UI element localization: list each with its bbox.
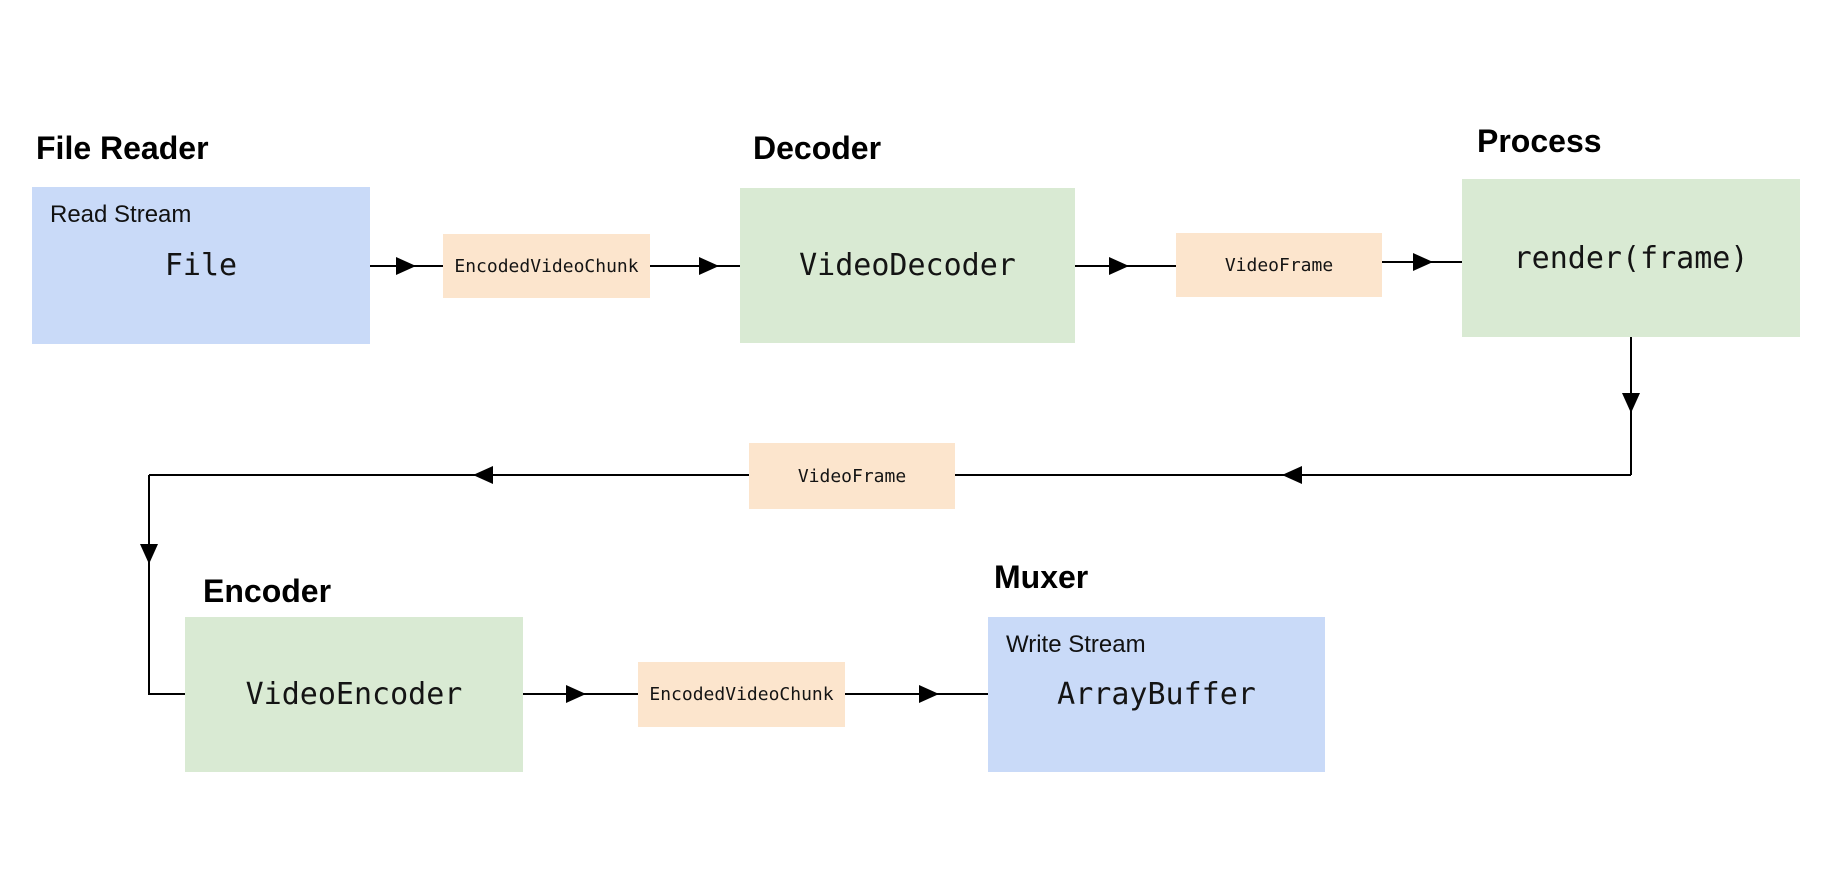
- arrowhead-right-icon: [699, 257, 719, 275]
- arrowhead-down-icon: [140, 544, 158, 564]
- array-buffer-label: ArrayBuffer: [1057, 677, 1256, 712]
- node-video-decoder: VideoDecoder: [740, 188, 1075, 343]
- encoded-video-chunk-label: EncodedVideoChunk: [649, 684, 834, 705]
- render-frame-label: render(frame): [1513, 240, 1749, 276]
- arrowhead-right-icon: [566, 685, 586, 703]
- node-muxer: Write Stream ArrayBuffer: [988, 617, 1325, 772]
- arrowhead-down-icon: [1622, 393, 1640, 413]
- video-frame-label: VideoFrame: [797, 465, 907, 487]
- node-file-reader: Read Stream File: [32, 187, 370, 344]
- arrowhead-right-icon: [1413, 253, 1433, 271]
- heading-decoder: Decoder: [753, 130, 882, 166]
- node-encoded-video-chunk-1: EncodedVideoChunk: [443, 234, 650, 298]
- heading-muxer: Muxer: [994, 559, 1089, 595]
- heading-process: Process: [1477, 123, 1602, 159]
- file-code-label: File: [164, 248, 238, 283]
- arrowhead-right-icon: [396, 257, 416, 275]
- arrowhead-left-icon: [1282, 466, 1302, 484]
- video-decoder-label: VideoDecoder: [799, 248, 1016, 283]
- read-stream-label: Read Stream: [50, 201, 192, 228]
- write-stream-label: Write Stream: [1006, 631, 1146, 658]
- arrowhead-left-icon: [473, 466, 493, 484]
- arrowhead-right-icon: [919, 685, 939, 703]
- video-encoder-label: VideoEncoder: [245, 677, 463, 712]
- node-render-frame: render(frame): [1462, 179, 1800, 337]
- heading-encoder: Encoder: [203, 573, 332, 609]
- node-encoded-video-chunk-2: EncodedVideoChunk: [638, 662, 845, 727]
- encoded-video-chunk-label: EncodedVideoChunk: [454, 255, 639, 277]
- arrowhead-right-icon: [1109, 257, 1129, 275]
- video-frame-label: VideoFrame: [1224, 254, 1334, 276]
- heading-file-reader: File Reader: [36, 130, 209, 166]
- node-video-frame-1: VideoFrame: [1176, 233, 1382, 297]
- node-video-frame-2: VideoFrame: [749, 443, 955, 509]
- node-video-encoder: VideoEncoder: [185, 617, 523, 772]
